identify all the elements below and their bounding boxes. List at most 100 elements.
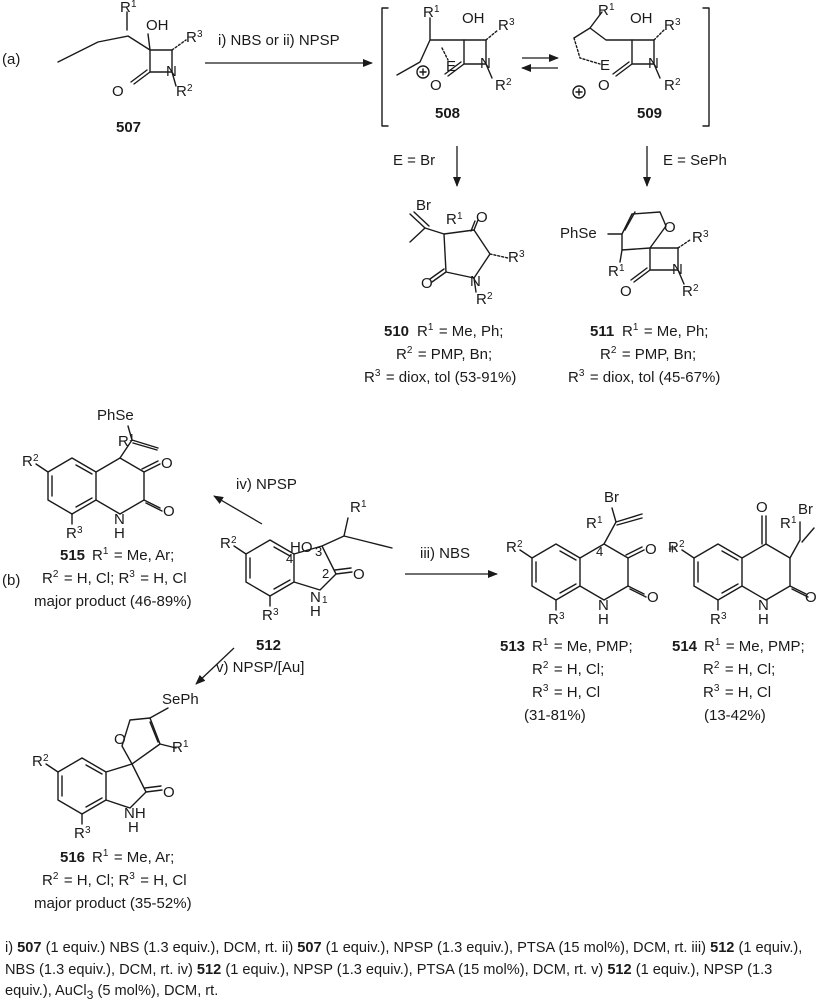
svg-text:N: N <box>166 63 177 80</box>
panel-label-b: (b) <box>2 572 20 589</box>
footnote-text: (5 mol%), DCM, rt. <box>93 983 219 999</box>
svg-text:R: R <box>476 291 487 308</box>
svg-text:PhSe: PhSe <box>97 407 134 424</box>
footnote-text: (1 equiv.), NPSP (1.3 equiv.), PTSA (15 … <box>321 940 711 956</box>
svg-text:OH: OH <box>462 10 485 27</box>
compound-516-line3: major product (35-52%) <box>34 895 192 912</box>
svg-text:3: 3 <box>509 17 515 28</box>
svg-text:E: E <box>600 57 610 74</box>
svg-text:O: O <box>756 499 768 516</box>
svg-text:4: 4 <box>596 544 603 559</box>
svg-text:R: R <box>682 283 693 300</box>
svg-text:1: 1 <box>597 515 603 526</box>
svg-text:3: 3 <box>721 611 727 622</box>
svg-text:1: 1 <box>361 499 367 510</box>
condition-b-v: v) NPSP/[Au] <box>216 659 304 676</box>
compound-number-511: 511 <box>590 323 614 340</box>
bracket-right <box>702 7 710 127</box>
svg-text:Br: Br <box>798 501 813 518</box>
svg-text:R: R <box>176 83 187 100</box>
svg-text:R: R <box>120 0 131 16</box>
svg-text:3: 3 <box>85 825 91 836</box>
svg-text:2: 2 <box>517 539 523 550</box>
compound-number-508: 508 <box>435 105 460 122</box>
svg-text:2: 2 <box>322 566 329 581</box>
svg-text:H: H <box>758 611 769 628</box>
svg-text:H: H <box>114 525 125 542</box>
svg-text:1: 1 <box>131 0 137 10</box>
panel-label-a: (a) <box>2 51 20 68</box>
svg-text:O: O <box>163 784 175 801</box>
svg-text:SePh: SePh <box>162 691 199 708</box>
svg-text:O: O <box>620 283 632 300</box>
svg-text:3: 3 <box>519 249 525 260</box>
svg-text:O: O <box>598 77 610 94</box>
svg-text:R: R <box>608 263 619 280</box>
condition-a-left: E = Br <box>393 152 435 169</box>
svg-text:N: N <box>310 589 321 606</box>
svg-text:O: O <box>476 209 488 226</box>
svg-text:R: R <box>664 17 675 34</box>
svg-text:3: 3 <box>703 229 709 240</box>
footnote-compound: 512 <box>607 961 632 978</box>
svg-text:R: R <box>186 29 197 46</box>
svg-text:3: 3 <box>77 525 83 536</box>
svg-text:R: R <box>692 229 703 246</box>
svg-text:R: R <box>262 607 273 624</box>
svg-text:PhSe: PhSe <box>560 225 597 242</box>
svg-text:O: O <box>421 275 433 292</box>
svg-text:3: 3 <box>675 17 681 28</box>
compound-513-line2: R2 = H, Cl; <box>532 660 604 678</box>
compound-number-516: 516 <box>60 849 85 866</box>
footnote-compound: 512 <box>710 940 735 956</box>
svg-text:1: 1 <box>183 739 189 750</box>
svg-text:N: N <box>470 273 481 290</box>
svg-text:O: O <box>647 589 659 606</box>
svg-text:R: R <box>32 753 43 770</box>
svg-text:R: R <box>710 611 721 628</box>
svg-text:2: 2 <box>43 753 49 764</box>
svg-text:O: O <box>112 83 124 100</box>
plus-sign: + <box>668 541 677 558</box>
svg-text:3: 3 <box>273 607 279 618</box>
svg-text:3: 3 <box>315 544 322 559</box>
condition-b-iii: iii) NBS <box>420 545 470 562</box>
svg-text:R: R <box>598 2 609 19</box>
compound-number-512: 512 <box>256 637 281 654</box>
svg-text:1: 1 <box>457 211 463 222</box>
svg-text:R: R <box>446 211 457 228</box>
compound-515-line2: R2 = H, Cl; R3 = H, Cl <box>42 569 187 587</box>
svg-text:R: R <box>498 17 509 34</box>
svg-text:N: N <box>598 597 609 614</box>
svg-text:N: N <box>758 597 769 614</box>
compound-514-line2: R2 = H, Cl; <box>703 660 775 678</box>
svg-text:R: R <box>172 739 183 756</box>
svg-text:R: R <box>118 433 129 450</box>
svg-text:HO: HO <box>290 539 313 556</box>
svg-text:2: 2 <box>506 77 512 88</box>
svg-text:2: 2 <box>675 77 681 88</box>
svg-text:H: H <box>598 611 609 628</box>
svg-text:R: R <box>548 611 559 628</box>
svg-text:3: 3 <box>559 611 565 622</box>
reaction-conditions-footnote: i) 507 (1 equiv.) NBS (1.3 equiv.), DCM,… <box>5 938 817 1006</box>
svg-text:1: 1 <box>609 2 615 13</box>
svg-text:NH: NH <box>124 805 146 822</box>
compound-515-line3: major product (46-89%) <box>34 593 192 610</box>
compound-514-yield: (13-42%) <box>704 707 766 724</box>
svg-text:OH: OH <box>146 17 169 34</box>
svg-text:N: N <box>672 261 683 278</box>
svg-text:O: O <box>353 566 365 583</box>
bracket-left <box>381 7 389 127</box>
svg-text:R: R <box>780 515 791 532</box>
svg-text:1: 1 <box>619 263 625 274</box>
svg-text:O: O <box>163 503 175 520</box>
compound-514-line3: R3 = H, Cl <box>703 683 771 701</box>
svg-text:2: 2 <box>487 291 493 302</box>
condition-b-iv: iv) NPSP <box>236 476 297 493</box>
svg-text:2: 2 <box>231 535 237 546</box>
svg-text:H: H <box>310 603 321 620</box>
svg-text:R: R <box>66 525 77 542</box>
